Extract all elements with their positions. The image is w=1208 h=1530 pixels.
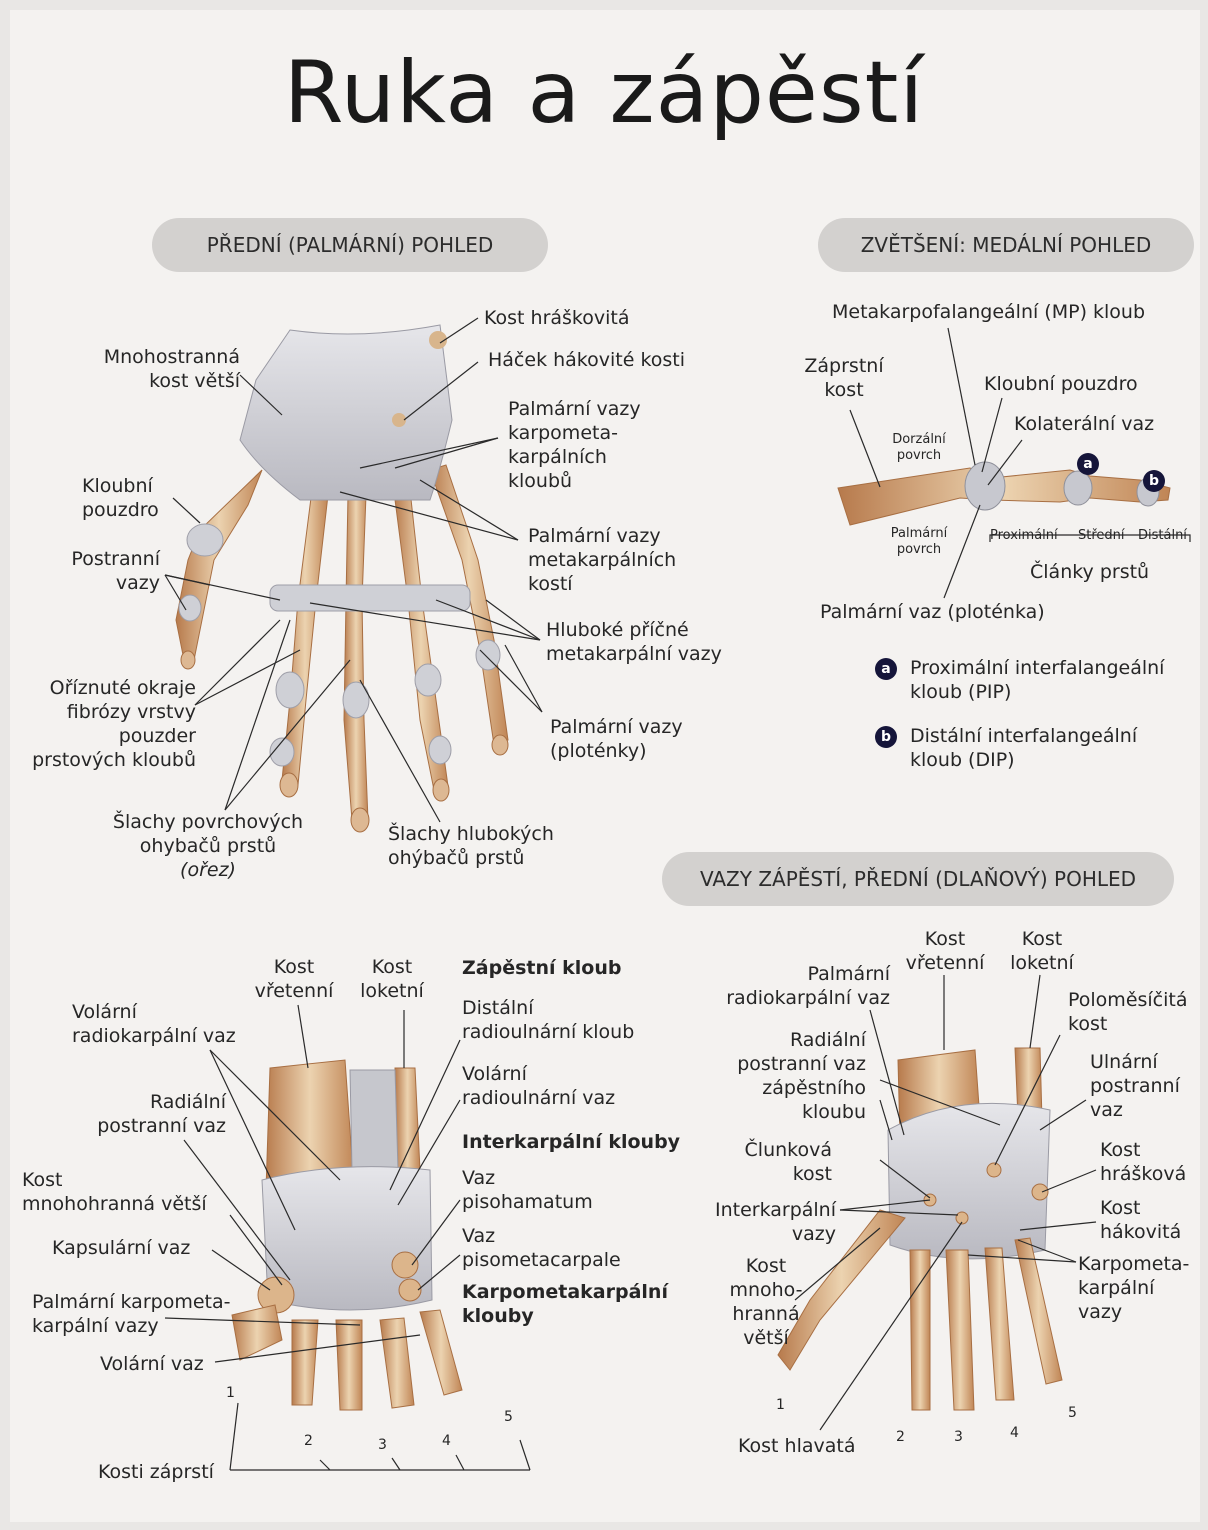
page-title: Ruka a zápěstí	[0, 38, 1208, 148]
label-kost-hlavata: Kost hlavatá	[738, 1434, 855, 1458]
label-volarni-radioulnarni: Volární radioulnární vaz	[462, 1062, 615, 1110]
metacarpal-number-3-right: 3	[954, 1428, 963, 1446]
metacarpal-number-1-left: 1	[226, 1384, 235, 1402]
label-radialni-postranni-right: Radiální postranní vaz zápěstního kloubu	[700, 1028, 866, 1124]
label-kost-mnohohranna-right: Kost mnoho- hranná větší	[706, 1254, 826, 1350]
label-clunkova-kost: Člunková kost	[700, 1138, 832, 1186]
metacarpal-number-4-right: 4	[1010, 1424, 1019, 1442]
label-slachy-hlubokych: Šlachy hlubokých ohýbačů prstů	[388, 822, 554, 870]
metacarpal-number-2-left: 2	[304, 1432, 313, 1450]
label-karpometakarpalni-vazy-right: Karpometa- karpální vazy	[1078, 1252, 1189, 1324]
label-palmarni-povrch: Palmární povrch	[884, 526, 954, 558]
label-slachy-orez: (ořez)	[100, 858, 316, 882]
label-kost-hraskova: Kost hrášková	[1100, 1138, 1186, 1186]
metacarpal-number-2-right: 2	[896, 1428, 905, 1446]
label-mp-kloub: Metakarpofalangeální (MP) kloub	[832, 300, 1145, 324]
label-hluboke-pricne-vazy: Hluboké příčné metakarpální vazy	[546, 618, 722, 666]
label-kost-hraskovita: Kost hráškovitá	[484, 306, 630, 330]
section-wrist-ligaments: VAZY ZÁPĚSTÍ, PŘEDNÍ (DLAŇOVÝ) POHLED	[662, 852, 1174, 906]
label-kapsularni-vaz: Kapsulární vaz	[52, 1236, 190, 1260]
label-proximalni: Proximální	[990, 528, 1058, 544]
badge-b-finger: b	[1143, 470, 1165, 492]
label-kost-hakovita: Kost hákovitá	[1100, 1196, 1181, 1244]
label-vaz-pisometacarpale: Vaz pisometacarpale	[462, 1224, 621, 1272]
label-palmarni-vazy-cmc: Palmární vazy karpometa- karpálních klou…	[508, 397, 641, 493]
label-karpometakarpalni-klouby: Karpometakarpální klouby	[462, 1280, 668, 1328]
label-ulnarni-postranni: Ulnární postranní vaz	[1090, 1050, 1180, 1122]
anterior-hand-drawing	[176, 325, 508, 832]
metacarpal-number-5-left: 5	[504, 1408, 513, 1426]
label-kost-vretenni-right: Kost vřetenní	[900, 927, 990, 975]
label-kloubni-pouzdro-medial: Kloubní pouzdro	[984, 372, 1138, 396]
label-radialni-postranni-left: Radiální postranní vaz	[40, 1090, 226, 1138]
label-interkarpalni-vazy: Interkarpální vazy	[700, 1198, 836, 1246]
label-polomesicita-kost: Poloměsíčitá kost	[1068, 988, 1188, 1036]
metacarpal-number-4-left: 4	[442, 1432, 451, 1450]
label-distalni-radioulnarni: Distální radioulnární kloub	[462, 996, 634, 1044]
label-palmarni-vazy-plotenky: Palmární vazy (ploténky)	[550, 715, 683, 763]
wrist-left-drawing	[232, 1060, 462, 1410]
section-medial-view: ZVĚTŠENÍ: MEDÁLNÍ POHLED	[818, 218, 1194, 272]
label-vaz-pisohamatum: Vaz pisohamatum	[462, 1166, 593, 1214]
label-interkarpalni-klouby: Interkarpální klouby	[462, 1130, 680, 1154]
label-palmarni-vaz-plotenka: Palmární vaz (ploténka)	[820, 600, 1045, 624]
label-clanky-prstu: Články prstů	[1030, 560, 1149, 584]
label-mnohostranna-kost: Mnohostranná kost větší	[40, 345, 240, 393]
label-oriznute-okraje: Oříznuté okraje fibrózy vrstvy pouzder p…	[10, 676, 196, 772]
label-kost-loketni-left: Kost loketní	[352, 955, 432, 1003]
label-kost-loketni-right: Kost loketní	[1000, 927, 1084, 975]
label-kolateralni-vaz: Kolaterální vaz	[1014, 412, 1154, 436]
label-kost-vretenni-left: Kost vřetenní	[244, 955, 344, 1003]
section-anterior-view: PŘEDNÍ (PALMÁRNÍ) POHLED	[152, 218, 548, 272]
label-volarni-vaz: Volární vaz	[100, 1352, 204, 1376]
label-palmarni-radiokarpalni: Palmární radiokarpální vaz	[700, 962, 890, 1010]
label-kloubni-pouzdro: Kloubní pouzdro	[82, 474, 159, 522]
legend-badge-b: b	[875, 726, 897, 748]
label-slachy-povrchovych: Šlachy povrchových ohybačů prstů	[100, 810, 316, 858]
label-distalni: Distální	[1138, 528, 1187, 544]
label-stredni: Střední	[1078, 528, 1125, 544]
legend-badge-a: a	[875, 658, 897, 680]
label-dorzalni-povrch: Dorzální povrch	[884, 432, 954, 464]
metacarpal-number-5-right: 5	[1068, 1404, 1077, 1422]
label-kosti-zaprsti: Kosti záprstí	[98, 1460, 214, 1484]
label-hacek-hakovite-kosti: Háček hákovité kosti	[488, 348, 685, 372]
badge-a-finger: a	[1077, 453, 1099, 475]
label-postranni-vazy: Postranní vazy	[40, 547, 160, 595]
metacarpal-number-3-left: 3	[378, 1436, 387, 1454]
legend-text-dip: Distální interfalangeální kloub (DIP)	[910, 724, 1137, 772]
metacarpal-number-1-right: 1	[776, 1396, 785, 1414]
label-volarni-radiokarpalni: Volární radiokarpální vaz	[72, 1000, 236, 1048]
label-palmarni-vazy-metakarpalnich: Palmární vazy metakarpálních kostí	[528, 524, 676, 596]
medial-finger-drawing	[838, 462, 1170, 525]
label-zapestni-kloub: Zápěstní kloub	[462, 956, 621, 980]
label-kost-mnohohranna-left: Kost mnohohranná větší	[22, 1168, 207, 1216]
legend-text-pip: Proximální interfalangeální kloub (PIP)	[910, 656, 1164, 704]
label-palmarni-cmc-vazy-left: Palmární karpometa- karpální vazy	[32, 1290, 230, 1338]
label-zaprstni-kost: Záprstní kost	[794, 354, 894, 402]
